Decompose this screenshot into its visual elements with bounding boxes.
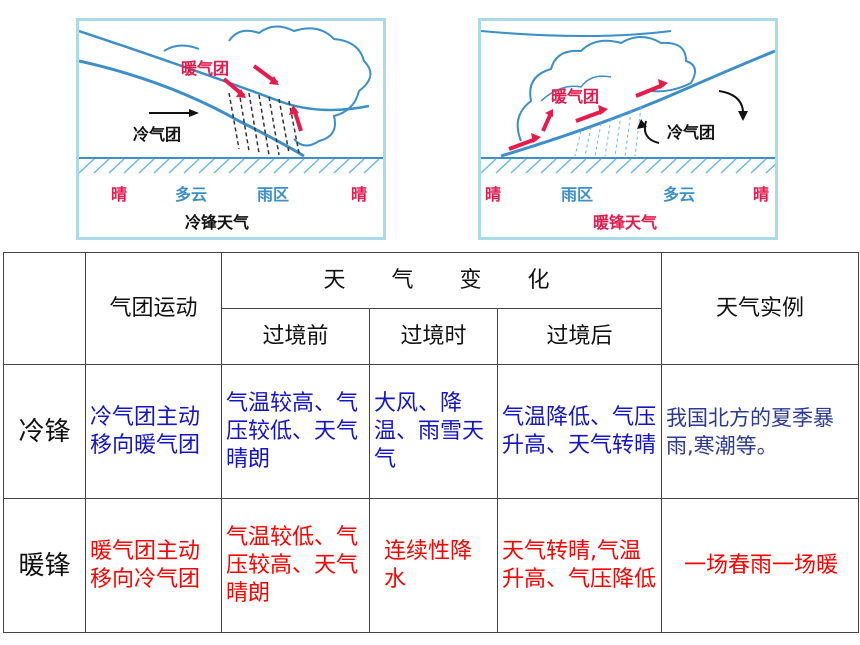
row-label-warm-front: 暖锋 bbox=[3, 498, 86, 633]
row-label-cold-front: 冷锋 bbox=[3, 364, 86, 499]
cold-diagram-cloudy: 多云 bbox=[175, 185, 208, 204]
front-comparison-table: 气团运动 天气变化 天气实例 过境前 过境时 过境后 冷锋 冷气团主动移向暖气团… bbox=[3, 252, 859, 633]
warm-diagram-warm-air-label: 暖气团 bbox=[551, 87, 600, 106]
header-examples: 天气实例 bbox=[661, 252, 859, 365]
table-corner-cell bbox=[3, 252, 86, 365]
header-before: 过境前 bbox=[221, 308, 370, 365]
warm-diagram-sunny-left: 晴 bbox=[485, 185, 502, 204]
cold-front-motion: 冷气团主动移向暖气团 bbox=[85, 364, 222, 499]
header-weather-change: 天气变化 bbox=[221, 252, 662, 309]
warm-front-after: 天气转晴,气温升高、气压降低 bbox=[497, 498, 662, 633]
cold-diagram-sunny-left: 晴 bbox=[111, 185, 128, 204]
cold-front-before: 气温较高、气压较低、天气晴朗 bbox=[221, 364, 370, 499]
warm-front-during: 连续性降水 bbox=[369, 498, 498, 633]
cold-front-diagram: 暖气团 冷气团 晴 多云 雨区 晴 冷锋天气 bbox=[76, 18, 386, 240]
cold-diagram-cold-air-label: 冷气团 bbox=[133, 125, 182, 144]
header-during: 过境时 bbox=[369, 308, 498, 365]
cold-front-during: 大风、降温、雨雪天气 bbox=[369, 364, 498, 499]
warm-diagram-sunny-right: 晴 bbox=[753, 185, 770, 204]
warm-front-illustration bbox=[481, 30, 775, 174]
cold-diagram-warm-air-label: 暖气团 bbox=[181, 59, 230, 78]
warm-front-motion: 暖气团主动移向冷气团 bbox=[85, 498, 222, 633]
warm-diagram-rain-zone: 雨区 bbox=[561, 185, 594, 204]
header-air-mass-motion: 气团运动 bbox=[85, 252, 222, 365]
warm-front-before: 气温较低、气压较高、天气晴朗 bbox=[221, 498, 370, 633]
header-after: 过境后 bbox=[497, 308, 662, 365]
warm-front-diagram: 暖气团 冷气团 晴 雨区 多云 晴 暖锋天气 bbox=[478, 18, 778, 240]
warm-diagram-cold-air-label: 冷气团 bbox=[667, 123, 716, 142]
cold-front-after: 气温降低、气压升高、天气转晴 bbox=[497, 364, 662, 499]
warm-diagram-caption: 暖锋天气 bbox=[593, 213, 658, 232]
table-row-warm-front: 暖锋 暖气团主动移向冷气团 气温较低、气压较高、天气晴朗 连续性降水 天气转晴,… bbox=[3, 498, 859, 633]
warm-front-example: 一场春雨一场暖 bbox=[661, 498, 859, 633]
cold-front-example: 我国北方的夏季暴雨,寒潮等。 bbox=[661, 364, 859, 499]
cold-front-illustration bbox=[79, 25, 383, 174]
cold-diagram-sunny-right: 晴 bbox=[351, 185, 368, 204]
cold-diagram-rain-zone: 雨区 bbox=[257, 185, 290, 204]
cold-diagram-caption: 冷锋天气 bbox=[185, 213, 250, 232]
warm-diagram-cloudy: 多云 bbox=[663, 185, 696, 204]
table-row-cold-front: 冷锋 冷气团主动移向暖气团 气温较高、气压较低、天气晴朗 大风、降温、雨雪天气 … bbox=[3, 364, 859, 499]
